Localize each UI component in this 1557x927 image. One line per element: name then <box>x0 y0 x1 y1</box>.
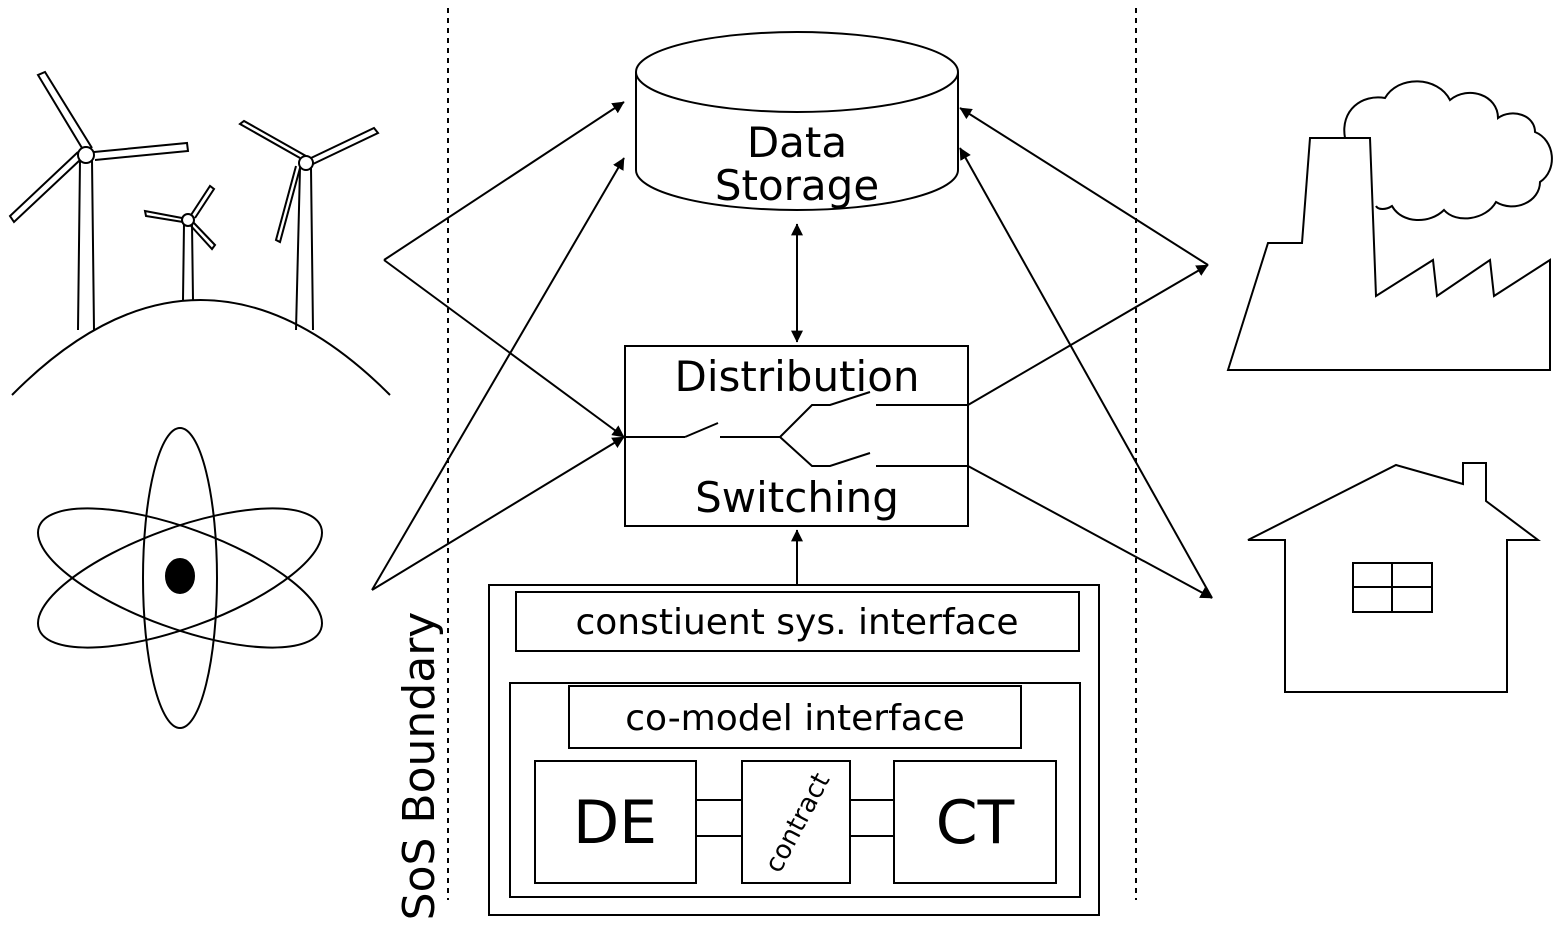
connection-arrows <box>371 101 1213 599</box>
contract-label: contract <box>759 768 836 877</box>
wind-turbines-icon <box>8 70 391 396</box>
sos-boundary-label: SoS Boundary <box>394 612 445 921</box>
data-storage-cylinder <box>635 31 959 211</box>
de-label: DE <box>573 788 657 858</box>
data-storage-label-1: Data <box>747 118 847 167</box>
constituent-system-box <box>488 584 1100 916</box>
data-storage-label-2: Storage <box>715 161 879 210</box>
constituent-interface-label: constiuent sys. interface <box>575 602 1018 643</box>
distribution-label: Distribution <box>674 352 919 401</box>
house-icon <box>1247 462 1541 693</box>
distribution-to-factory-arrow <box>967 264 1209 406</box>
switching-label: Switching <box>695 473 899 522</box>
atom-icon <box>37 427 323 729</box>
atom-to-storage-arrow <box>371 157 625 591</box>
house-to-storage-arrow <box>959 147 1213 599</box>
comodel-interface-label: co-model interface <box>625 698 965 739</box>
wind-to-storage-arrow <box>383 101 625 261</box>
factory-icon <box>1226 80 1553 371</box>
wind-to-distribution-arrow <box>383 259 625 438</box>
distribution-switching-box <box>624 345 969 527</box>
atom-to-distribution-arrow <box>371 436 625 591</box>
distribution-to-house-arrow <box>967 465 1213 599</box>
ct-label: CT <box>936 788 1015 858</box>
sos-boundary-lines <box>447 8 1137 900</box>
factory-to-storage-arrow <box>959 107 1209 266</box>
